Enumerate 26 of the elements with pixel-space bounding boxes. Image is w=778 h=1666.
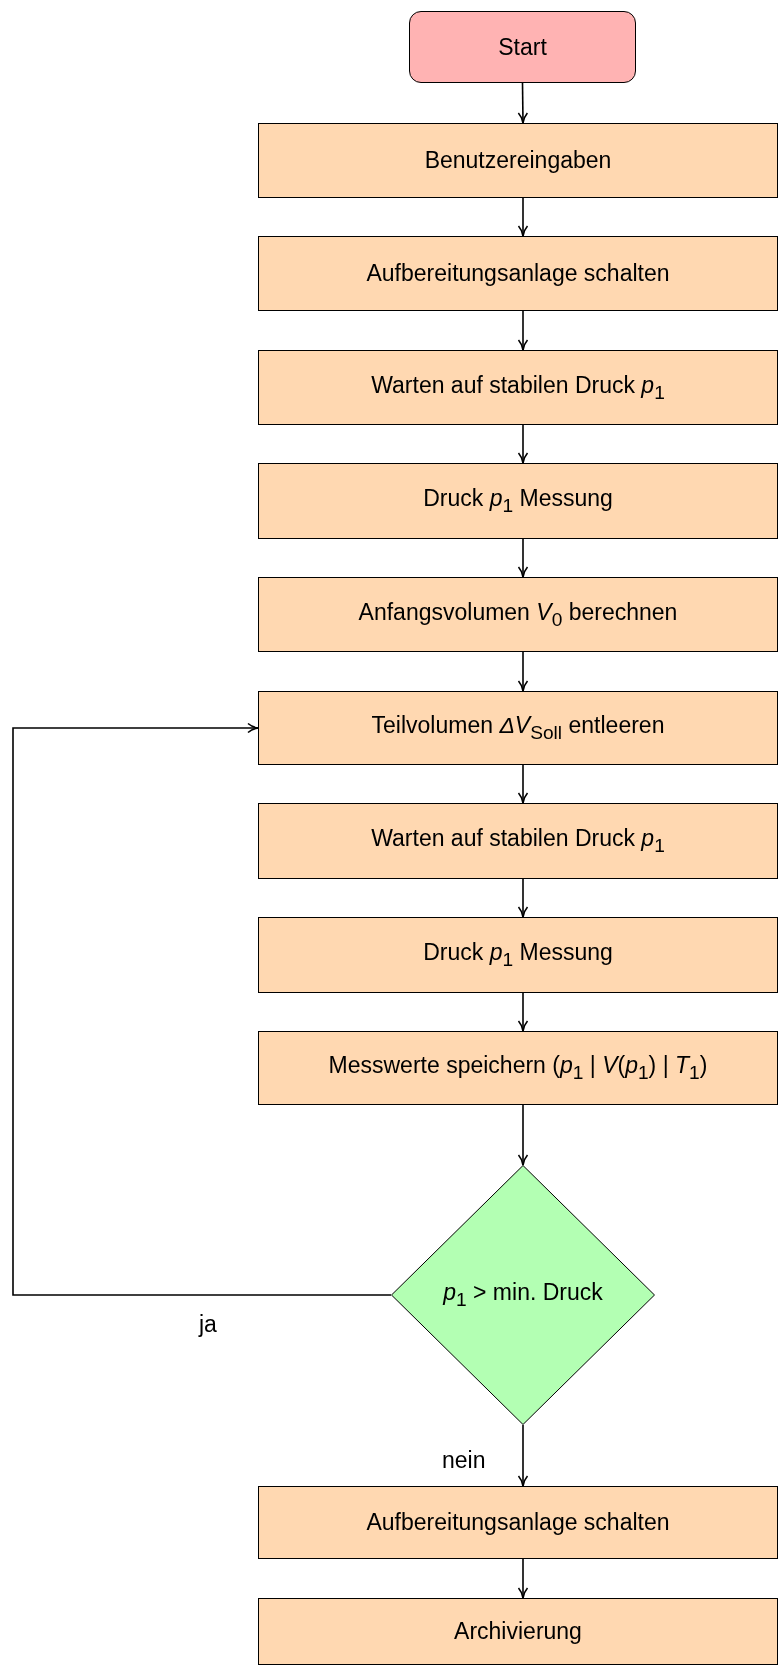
node-text: Benutzereingaben (424, 147, 612, 174)
node-text: Druck p$_{1}$ Messung (423, 485, 613, 517)
node-text: Aufbereitungsanlage schalten (366, 260, 670, 287)
process-box (258, 691, 778, 765)
process-box (258, 123, 778, 198)
process-box (258, 577, 778, 652)
process-box (258, 1486, 778, 1559)
process-box (258, 1031, 778, 1105)
process-box (258, 463, 778, 539)
process-box (258, 917, 778, 993)
node-text: Warten auf stabilen Druck p$_{1}$ (371, 371, 665, 404)
process-box (258, 236, 778, 311)
node-text: Aufbereitungsanlage schalten (366, 1509, 670, 1536)
start-box (409, 11, 636, 83)
node-text: Anfangsvolumen V$_{0}$ berechnen (358, 598, 678, 631)
node-text: Messwerte speichern (p$_{1}$ | V(p$_{1}$) | T$_{1}$) (328, 1052, 708, 1084)
process-box (258, 350, 778, 425)
edge-label: ja (197, 1311, 219, 1338)
node-text: Start (498, 33, 547, 61)
node-text: Druck p$_{1}$ Messung (423, 939, 613, 971)
node-text: p$_{1}$ > min. Druck (443, 1279, 603, 1311)
process-box (258, 1598, 778, 1665)
process-box (258, 803, 778, 879)
node-text: Archivierung (454, 1618, 582, 1645)
node-text: Warten auf stabilen Druck p$_{1}$ (371, 825, 665, 857)
node-text: Teilvolumen ΔV$_{Soll}$ entleeren (371, 712, 665, 744)
